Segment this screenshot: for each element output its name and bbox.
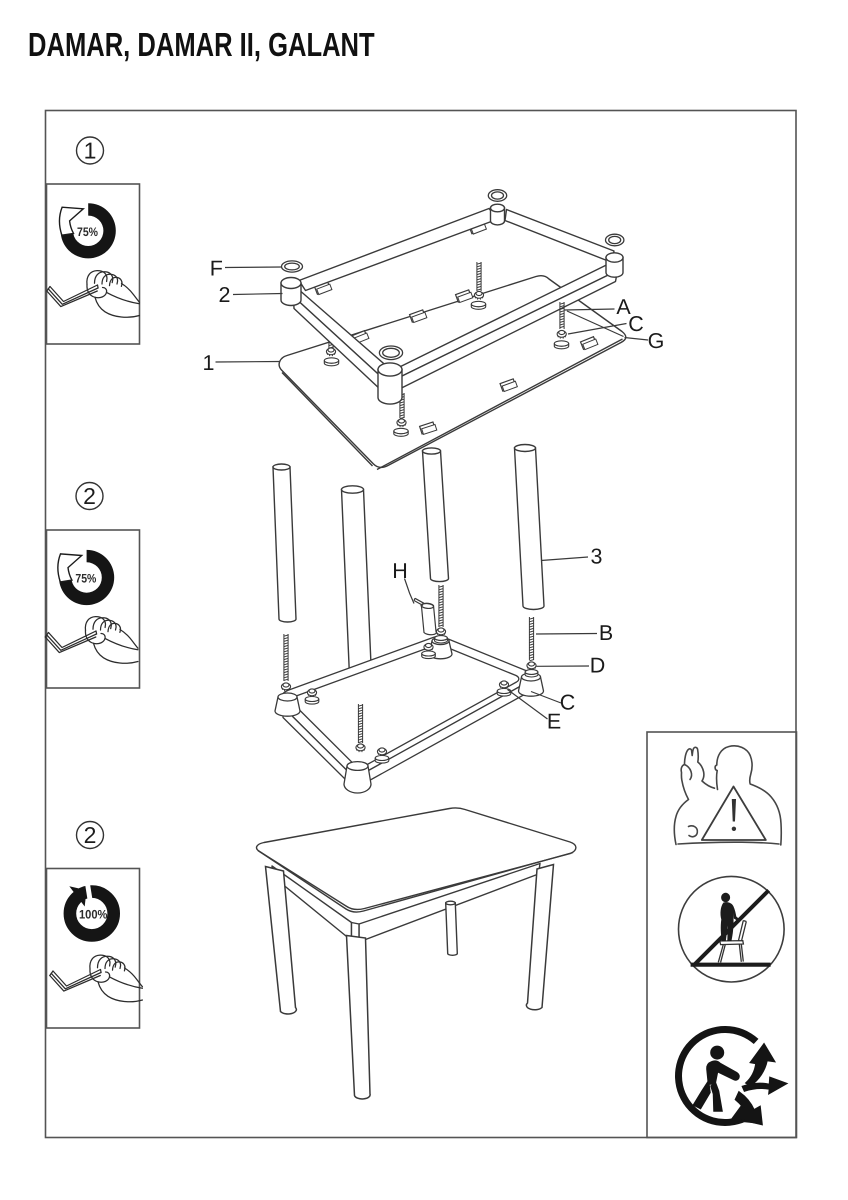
svg-text:A: A [616,295,631,319]
svg-text:F: F [210,256,223,280]
svg-text:3: 3 [591,545,603,569]
svg-text:H: H [392,559,408,583]
svg-text:2: 2 [83,483,96,509]
svg-text:1: 1 [203,351,215,375]
svg-text:100%: 100% [79,908,108,922]
svg-text:75%: 75% [75,572,96,586]
svg-text:E: E [547,710,561,734]
svg-text:C: C [628,312,644,336]
svg-text:2: 2 [84,822,97,848]
svg-text:G: G [648,329,665,353]
svg-text:D: D [590,654,606,678]
svg-text:1: 1 [84,138,97,164]
svg-text:C: C [560,691,576,715]
svg-text:B: B [599,621,613,645]
svg-text:75%: 75% [77,225,98,239]
svg-text:2: 2 [219,283,231,307]
